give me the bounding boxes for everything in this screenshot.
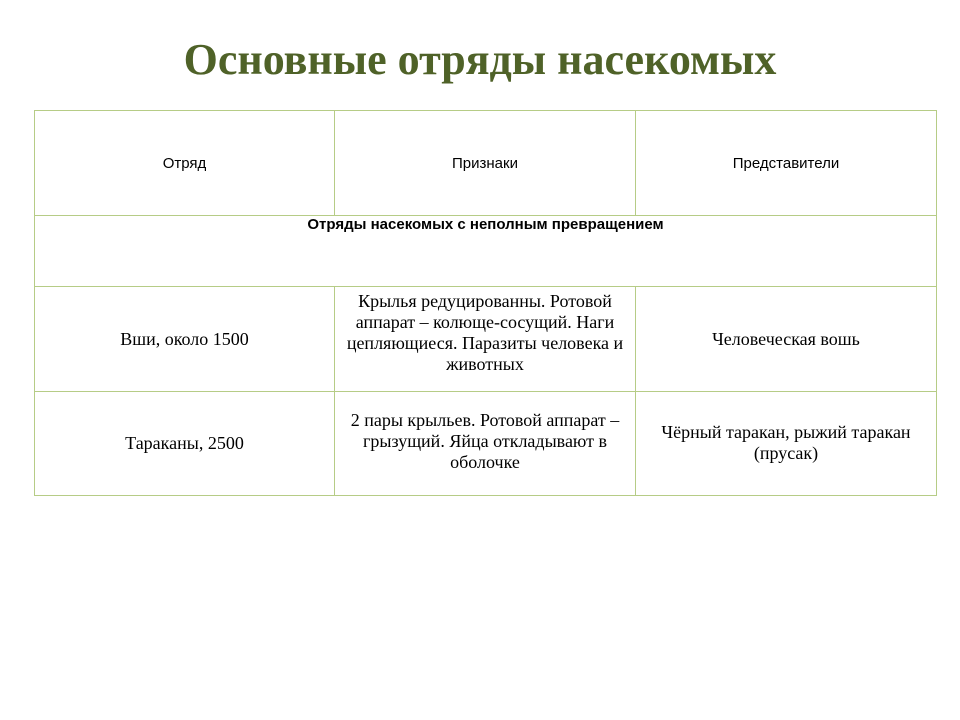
insect-orders-table: Отряд Признаки Представители Отряды насе… — [34, 110, 937, 496]
table-row: Вши, около 1500 Крылья редуцированны. Ро… — [34, 286, 937, 392]
table-header-row: Отряд Признаки Представители — [34, 110, 937, 216]
slide-title: Основные отряды насекомых — [183, 35, 777, 84]
table-row: Тараканы, 2500 2 пары крыльев. Ротовой а… — [34, 391, 937, 496]
cell-order: Тараканы, 2500 — [34, 391, 335, 496]
cell-order: Вши, около 1500 — [34, 286, 335, 392]
cell-representatives: Чёрный таракан, рыжий таракан (прусак) — [635, 391, 937, 496]
cell-traits: Крылья редуцированны. Ротовой аппарат – … — [334, 286, 636, 392]
section-row: Отряды насекомых с неполным превращением — [34, 215, 937, 287]
header-representatives: Представители — [635, 110, 937, 216]
header-order: Отряд — [34, 110, 335, 216]
cell-traits: 2 пары крыльев. Ротовой аппарат – грызущ… — [334, 391, 636, 496]
section-heading: Отряды насекомых с неполным превращением — [34, 215, 937, 287]
cell-representatives: Человеческая вошь — [635, 286, 937, 392]
header-traits: Признаки — [334, 110, 636, 216]
